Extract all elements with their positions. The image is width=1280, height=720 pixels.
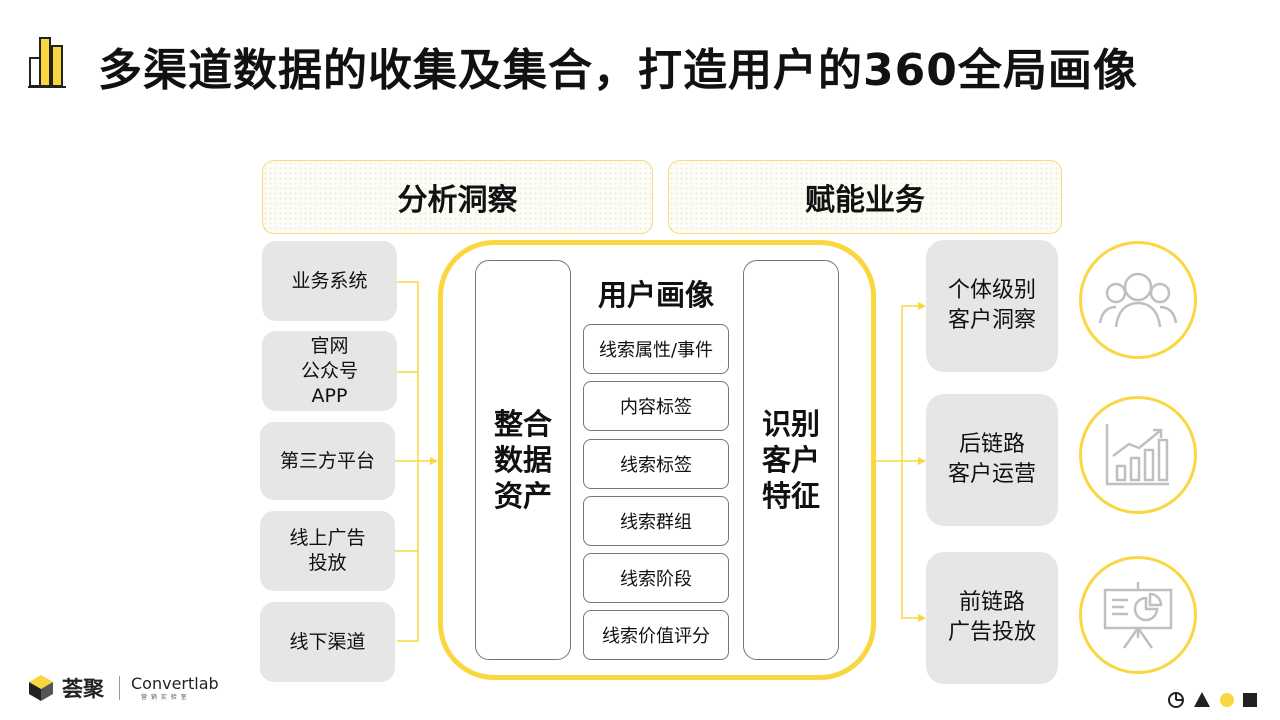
output-post-link-ops: 后链路 客户运营 — [926, 394, 1058, 526]
source-business-system: 业务系统 — [262, 241, 397, 321]
analysis-insight-box: 分析洞察 — [262, 160, 653, 234]
source-website-app: 官网 公众号 APP — [262, 331, 397, 411]
pie-icon — [1168, 692, 1184, 708]
business-enable-box: 赋能业务 — [668, 160, 1062, 234]
presentation-board-icon — [1103, 582, 1173, 649]
bar-chart-logo-icon — [28, 37, 66, 88]
presentation-ring — [1079, 556, 1197, 674]
square-icon — [1243, 693, 1257, 707]
tag-lead-groups: 线索群组 — [583, 496, 729, 546]
brand-logo-icon — [29, 675, 53, 701]
source-third-party: 第三方平台 — [260, 422, 395, 500]
integrate-data-assets: 整合 数据 资产 — [475, 260, 571, 660]
logo-divider — [119, 676, 120, 700]
tag-lead-labels: 线索标签 — [583, 439, 729, 489]
tag-attributes-events: 线索属性/事件 — [583, 324, 729, 374]
tag-content-labels: 内容标签 — [583, 381, 729, 431]
output-individual-insight: 个体级别 客户洞察 — [926, 240, 1058, 372]
user-profile-container — [438, 240, 876, 680]
users-icon — [1098, 272, 1178, 328]
page-title: 多渠道数据的收集及集合，打造用户的360全局画像 — [98, 45, 1138, 96]
brand-logo-cn: 荟聚 — [62, 677, 104, 701]
output-pre-link-ads: 前链路 广告投放 — [926, 552, 1058, 684]
growth-ring — [1079, 396, 1197, 514]
source-offline: 线下渠道 — [260, 602, 395, 682]
brand-logo-sub: 营 销 实 验 室 — [141, 694, 188, 701]
brand-logo-en: Convertlab — [131, 674, 219, 693]
tag-lead-score: 线索价值评分 — [583, 610, 729, 660]
source-online-ads: 线上广告 投放 — [260, 511, 395, 591]
triangle-icon — [1194, 692, 1210, 707]
growth-chart-icon — [1105, 424, 1169, 486]
identify-customer-features: 识别 客户 特征 — [743, 260, 839, 660]
tag-lead-stages: 线索阶段 — [583, 553, 729, 603]
users-ring — [1079, 241, 1197, 359]
user-profile-heading: 用户画像 — [597, 278, 714, 312]
dot-icon — [1220, 693, 1234, 707]
footer-shapes — [1168, 692, 1257, 708]
